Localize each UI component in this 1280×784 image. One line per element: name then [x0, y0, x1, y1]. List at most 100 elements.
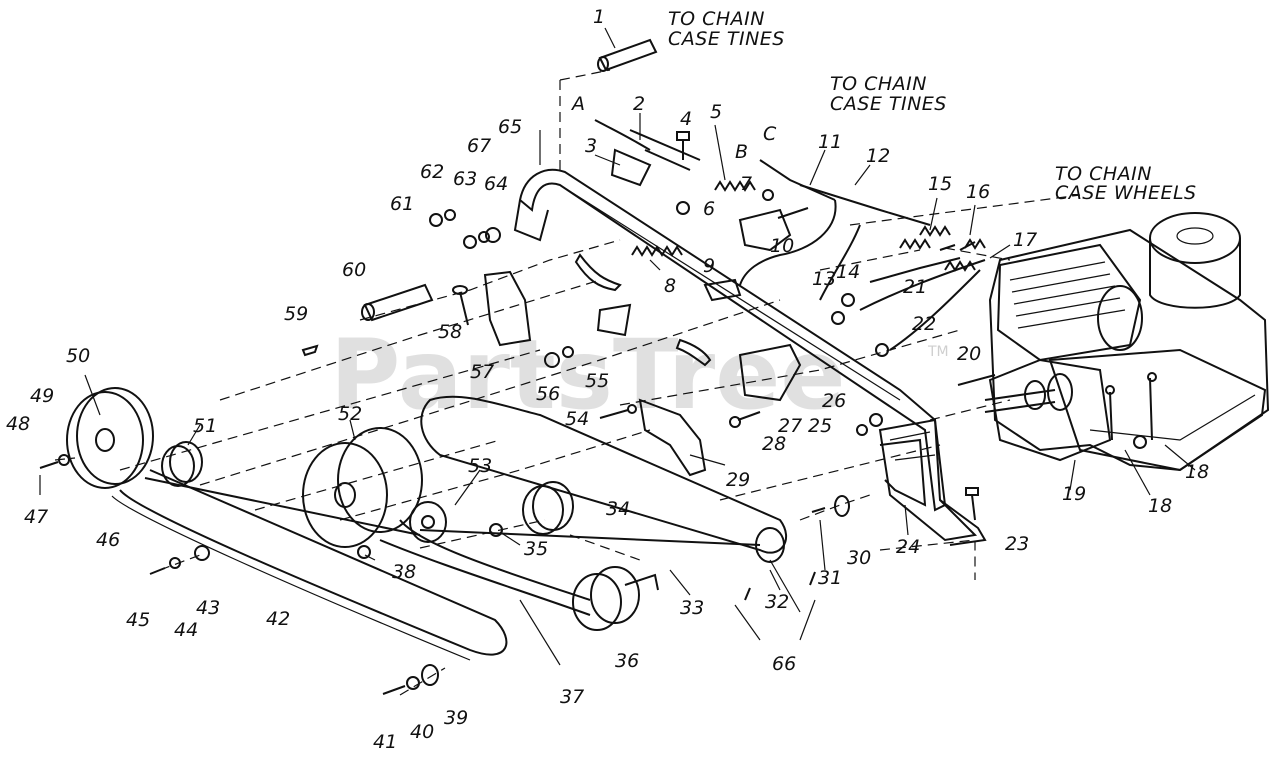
watermark-trademark: TM	[927, 344, 949, 360]
part-label: 16	[966, 181, 990, 203]
part-label: 63	[453, 168, 477, 190]
part-label: 24	[896, 536, 920, 558]
part-label: 10	[770, 235, 794, 257]
bracket-27	[738, 343, 802, 402]
part-label: 54	[565, 408, 589, 430]
part-label: 39	[444, 707, 468, 729]
part-label: 40	[410, 721, 434, 743]
part-label: 65	[498, 116, 522, 138]
part-label: 6	[703, 198, 715, 220]
cable-letter-b: B	[735, 141, 748, 163]
note-top-line2: CASE TINES	[668, 28, 785, 50]
part-label: 5	[710, 101, 722, 123]
part-label: 50	[66, 345, 90, 367]
bracket-10	[738, 208, 792, 252]
note-top-line1: TO CHAIN	[668, 8, 765, 30]
pulley-34	[522, 481, 574, 535]
part-label: 13	[812, 268, 836, 290]
part-label: 44	[174, 619, 198, 641]
part-label: 8	[664, 275, 676, 297]
cable-letter-a: A	[570, 93, 585, 115]
part-number-labels: 1 2 3 4 5 6 7 8 9 10 11 12 13 14 15 16 1…	[6, 6, 1209, 753]
control-cables	[594, 119, 986, 351]
bracket-57	[483, 270, 532, 347]
part-label: 18	[1185, 461, 1209, 483]
part-label: 64	[484, 173, 508, 195]
pulley-32	[755, 527, 785, 563]
part-label: 66	[772, 653, 796, 675]
part-label: 43	[196, 597, 220, 619]
part-label: 31	[818, 567, 842, 589]
part-label: 47	[24, 506, 48, 528]
part-label: 17	[1013, 229, 1037, 251]
part-label: 4	[680, 108, 692, 130]
part-label: 3	[585, 135, 597, 157]
engine	[984, 212, 1270, 472]
note-mid-line2: CASE TINES	[830, 93, 947, 115]
part-label: 28	[762, 433, 786, 455]
part-label: 51	[193, 415, 217, 437]
part-label: 58	[438, 321, 462, 343]
belts	[111, 395, 787, 661]
clip-9	[703, 278, 742, 302]
part-label: 33	[680, 597, 704, 619]
pulley-53	[409, 501, 447, 543]
plate-center	[596, 303, 632, 337]
curved-guide-2	[675, 338, 712, 367]
part-label: 67	[467, 135, 491, 157]
part-label: 48	[6, 413, 30, 435]
part-label: 62	[420, 161, 444, 183]
pulley-36	[572, 566, 659, 631]
part-label: 27	[778, 415, 802, 437]
pulley-51	[161, 441, 203, 487]
part-label: 45	[126, 609, 150, 631]
bracket-3	[610, 148, 652, 187]
part-label: 53	[468, 455, 492, 477]
part-label: 41	[373, 731, 397, 753]
part-label: 26	[822, 390, 846, 412]
note-right-line1: TO CHAIN	[1055, 163, 1152, 185]
part-label: 32	[765, 591, 789, 613]
part-label: 37	[560, 686, 584, 708]
curved-guide	[574, 253, 622, 292]
cable-letter-c: C	[763, 123, 777, 145]
part-label: 59	[284, 303, 308, 325]
part-label: 15	[928, 173, 952, 195]
part-label: 42	[266, 608, 290, 630]
part-label: 60	[342, 259, 366, 281]
pulley-52	[302, 427, 423, 548]
part-label: 30	[847, 547, 871, 569]
part-label: 21	[903, 276, 927, 298]
part-label: 22	[912, 313, 936, 335]
part-label: 56	[536, 383, 560, 405]
part-label: 36	[615, 650, 639, 672]
part-label: 49	[30, 385, 54, 407]
part-label: 57	[470, 361, 494, 383]
part-label: 14	[836, 261, 860, 283]
hardware	[39, 38, 996, 695]
part-label: 35	[524, 538, 548, 560]
part-label: 29	[726, 469, 750, 491]
part-label: 1	[593, 6, 605, 28]
pulley-50	[66, 387, 154, 489]
leader-lines	[39, 27, 1196, 666]
part-label: 61	[390, 193, 414, 215]
frame-bracket	[513, 168, 987, 546]
bracket-29	[638, 398, 707, 477]
bracket-24	[879, 438, 927, 507]
part-label: 7	[740, 173, 752, 195]
note-mid-line1: TO CHAIN	[830, 73, 927, 95]
part-label: 9	[703, 255, 715, 277]
part-label: 46	[96, 529, 120, 551]
part-label: 34	[606, 498, 630, 520]
springs	[631, 180, 986, 283]
part-label: 55	[585, 370, 609, 392]
part-label: 52	[338, 403, 362, 425]
part-label: 23	[1005, 533, 1029, 555]
part-label: 2	[633, 93, 645, 115]
part-label: 25	[808, 415, 832, 437]
part-label: 12	[866, 145, 890, 167]
note-right-line2: CASE WHEELS	[1055, 182, 1197, 204]
part-label: 19	[1062, 483, 1086, 505]
